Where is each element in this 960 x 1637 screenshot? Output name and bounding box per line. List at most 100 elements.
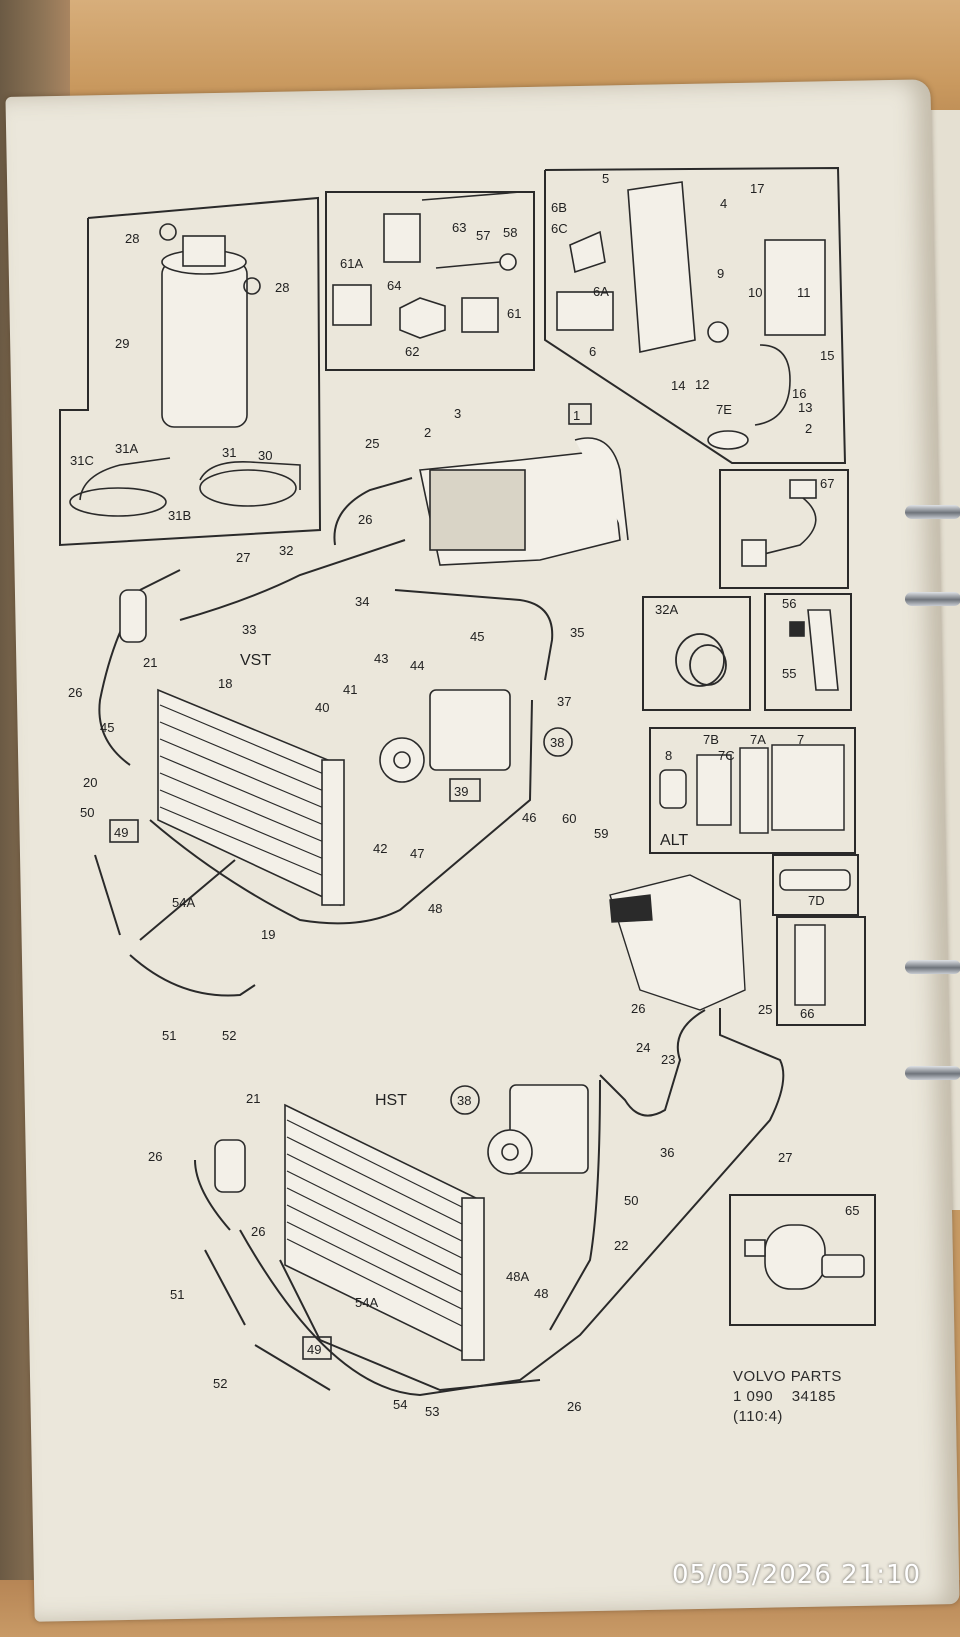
part-label: 27 [778,1150,792,1165]
part-label: 48 [534,1286,548,1301]
part-label: 22 [614,1238,628,1253]
binder-ring-3 [905,960,960,974]
part-label: 26 [148,1149,162,1164]
part-label: 7A [750,732,766,747]
receiver-vst [119,589,147,643]
part-label: 25 [365,436,379,451]
clamp-32a-drawing [675,633,727,687]
hst-hoses [194,1008,785,1397]
label-box-1: 1 [573,408,580,423]
part-label: 7B [703,732,719,747]
condenser-hst [284,1103,485,1362]
part-label: 5 [602,171,609,186]
part-label: 7E [716,402,732,417]
part-label: 42 [373,841,387,856]
part-label: 34 [355,594,369,609]
footer-section: (110:4) [733,1408,783,1425]
part-label: 45 [100,720,114,735]
heater-unit-drawing [419,437,629,566]
part-label: 21 [246,1091,260,1106]
part-label: 24 [636,1040,650,1055]
callout-box-49-bottom [302,1336,332,1360]
part-label: 6A [593,284,609,299]
part-label: 45 [470,629,484,644]
heater-parts-drawing [556,181,826,450]
part-label: 35 [570,625,584,640]
part-label: 61A [340,256,363,271]
part-label: 36 [660,1145,674,1160]
part-label: 21 [143,655,157,670]
part-label: 26 [358,512,372,527]
part-label: 18 [218,676,232,691]
relays-drawing [332,191,521,339]
part-label: 2 [424,425,431,440]
part-label: 54 [393,1397,407,1412]
label-hst: HST [375,1092,407,1109]
alt-parts-drawing [659,744,851,1006]
callout-box-1 [568,403,592,425]
part-label: 54A [172,895,195,910]
receiver-drier-drawing [69,223,301,517]
part-label: 10 [748,285,762,300]
label-box-39: 39 [454,784,468,799]
box-67 [719,469,849,589]
compressor-hst [487,1084,589,1175]
callout-box-49-top [109,819,139,843]
label-box-49-top: 49 [114,825,128,840]
binder-ring-1 [905,505,960,519]
part-label: 44 [410,658,424,673]
callout-circle-38-bottom [450,1085,480,1115]
part-label: 23 [661,1052,675,1067]
part-label: 48A [506,1269,529,1284]
part-label: 6 [589,344,596,359]
part-label: 51 [162,1028,176,1043]
part-label: 8 [665,748,672,763]
part-label: 7 [797,732,804,747]
part-label: 3 [454,406,461,421]
part-label: 27 [236,550,250,565]
part-label: 57 [476,228,490,243]
part-label: 20 [83,775,97,790]
box-alt [649,727,856,854]
part-label: 40 [315,700,329,715]
box-receiver-drier [59,196,322,547]
part-label: 59 [594,826,608,841]
part-label: 7D [808,893,825,908]
part-label: 46 [522,810,536,825]
box-heater-parts [544,166,847,464]
part-label: 11 [797,285,811,300]
part-label: 4 [720,196,727,211]
part-label: 29 [115,336,129,351]
part-label: 50 [624,1193,638,1208]
footer-volvo-parts: VOLVO PARTS [733,1368,842,1385]
part-label: 53 [425,1404,439,1419]
part-label: 26 [251,1224,265,1239]
part-67-drawing [741,479,817,567]
part-label: 25 [758,1002,772,1017]
part-label: 47 [410,846,424,861]
part-label: 17 [750,181,764,196]
part-55-56-drawing [789,609,839,691]
part-label: 2 [805,421,812,436]
box-55-56 [764,593,852,711]
part-label: 51 [170,1287,184,1302]
part-label: 26 [68,685,82,700]
box-relays [325,191,535,371]
part-label: 19 [261,927,275,942]
part-label: 7C [718,748,735,763]
box-65 [729,1194,876,1326]
part-labels: 28 28 29 31A 31 30 31C 31B 63 57 58 61A … [68,171,859,1419]
label-box-49-bottom: 49 [307,1342,321,1357]
part-label: 65 [845,1203,859,1218]
part-label: 31C [70,453,94,468]
label-32a: 32A [655,602,678,617]
part-label: 55 [782,666,796,681]
photo-timestamp: 05/05/2026 21:10 [672,1560,922,1590]
part-label: 33 [242,622,256,637]
part-label: 64 [387,278,401,293]
part-label: 61 [507,306,521,321]
part-label: 16 [792,386,806,401]
part-label: 50 [80,805,94,820]
part-label: 26 [631,1001,645,1016]
